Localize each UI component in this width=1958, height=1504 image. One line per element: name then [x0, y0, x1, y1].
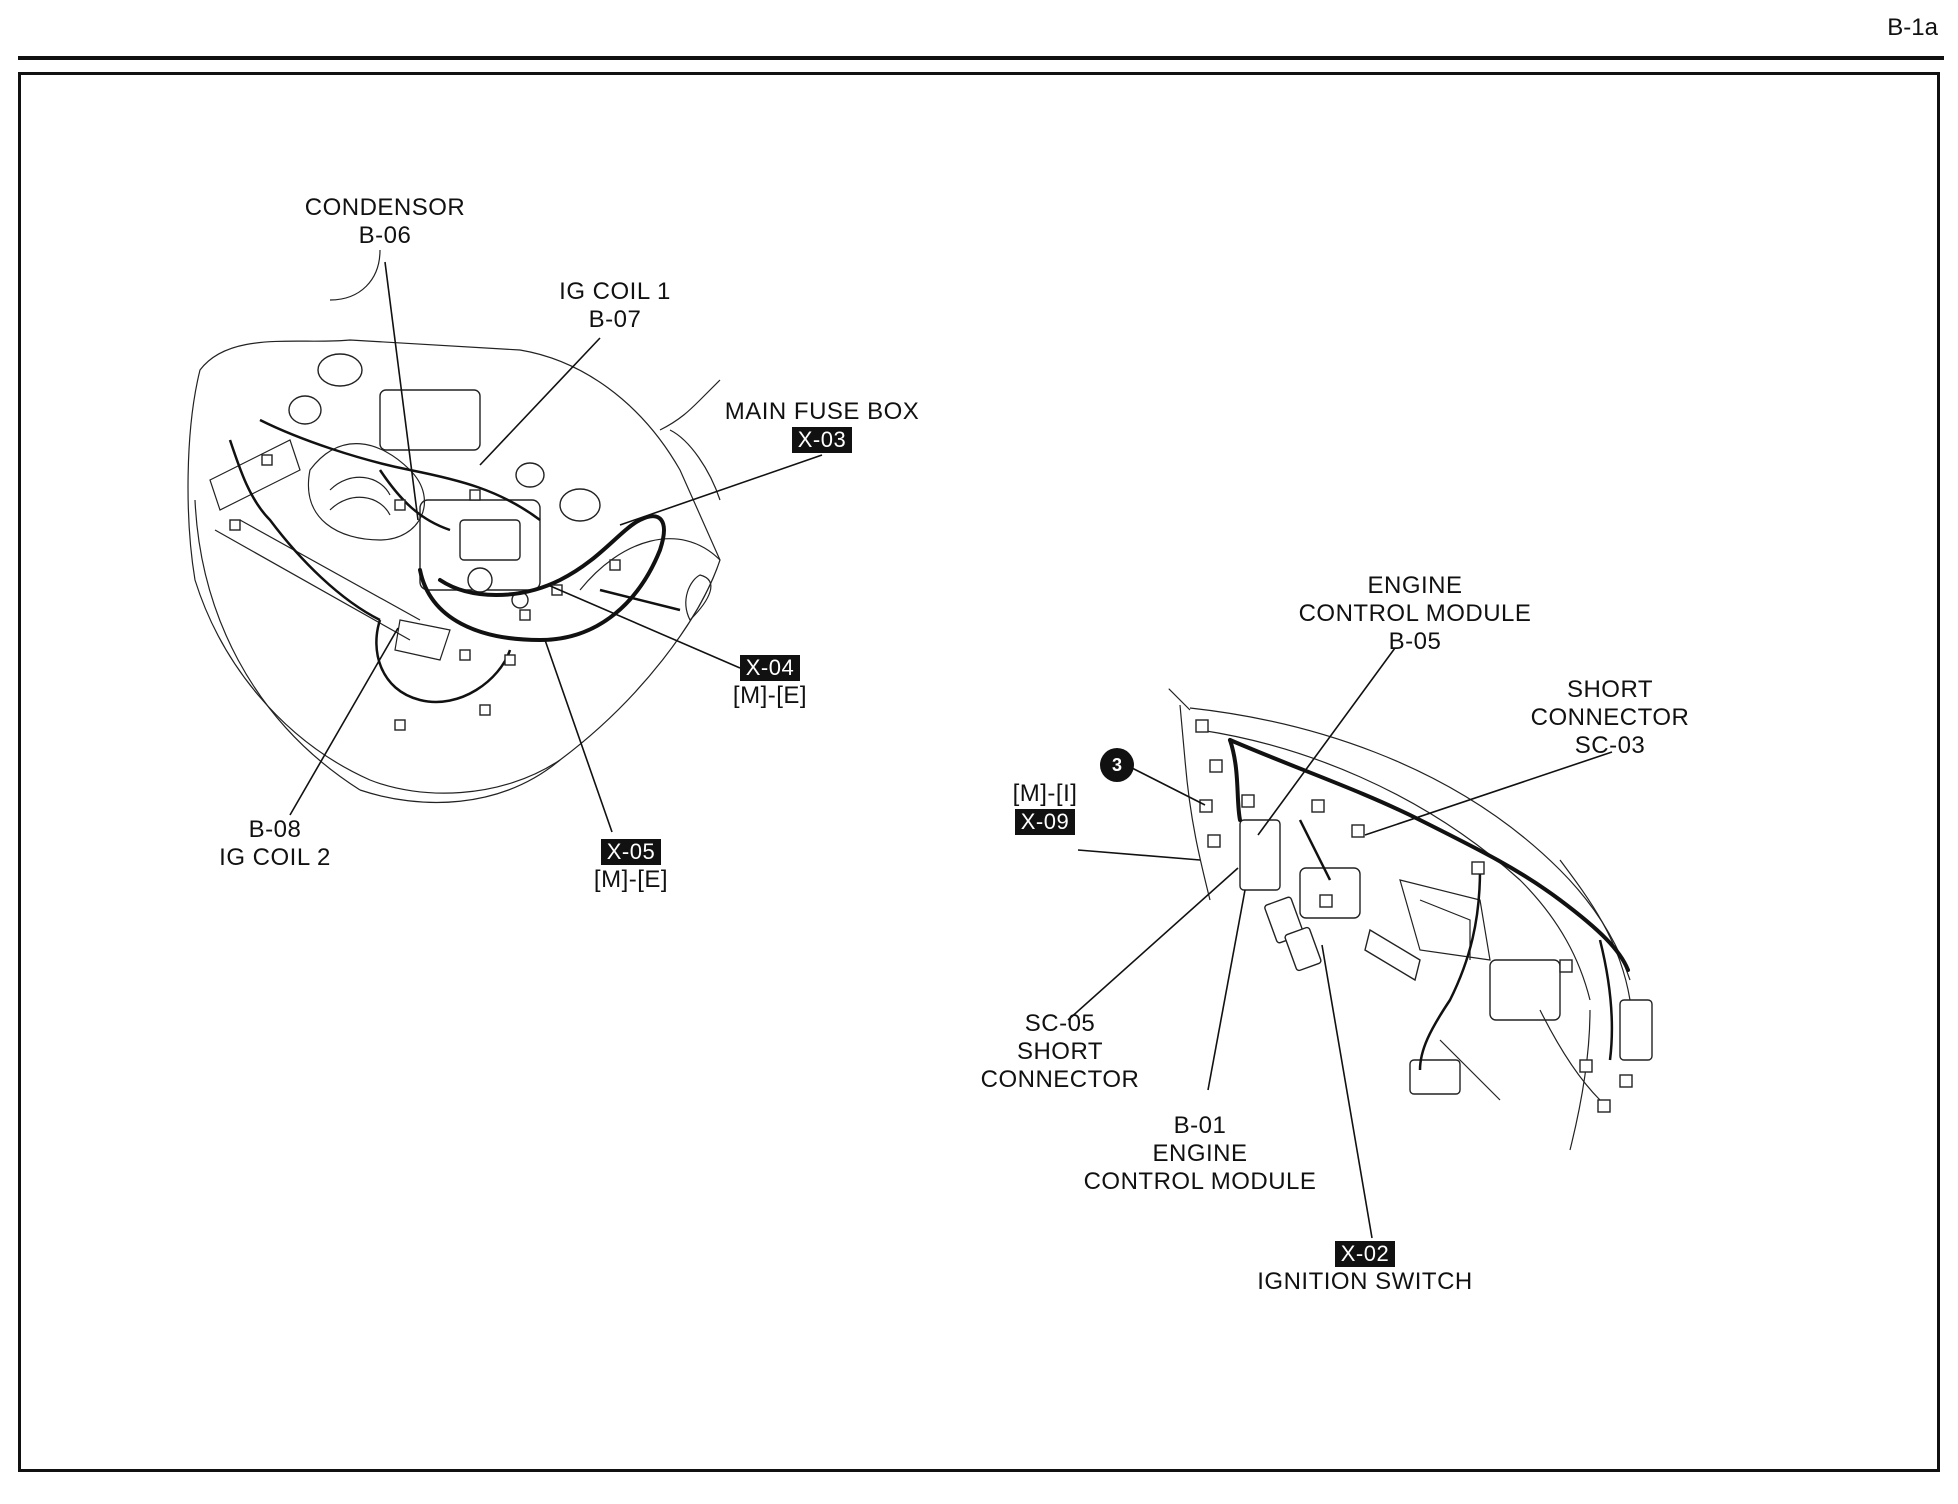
ecm-b05-line2: CONTROL MODULE — [1298, 600, 1532, 627]
instrument-panel-drawing — [1168, 688, 1653, 1151]
sc05-line1: SHORT — [1016, 1038, 1104, 1065]
x09-sub: [M]-[I] — [1012, 780, 1078, 807]
x05-sub: [M]-[E] — [593, 866, 669, 893]
ignition-switch-tag: X-02 — [1334, 1241, 1396, 1267]
sc03-line2: CONNECTOR — [1530, 704, 1690, 731]
engine-room-drawing — [187, 249, 721, 804]
marker-3-badge: 3 — [1100, 748, 1134, 782]
marker-3-number: 3 — [1111, 755, 1122, 775]
header-rule — [18, 56, 1944, 60]
main-fuse-box-name: MAIN FUSE BOX — [724, 398, 920, 425]
x04-tag: X-04 — [739, 655, 801, 681]
sc05-line2: CONNECTOR — [980, 1066, 1140, 1093]
ignition-switch-name: IGNITION SWITCH — [1257, 1268, 1473, 1295]
condensor-label: CONDENSOR B-06 — [290, 194, 480, 250]
x05-label: X-05 [M]-[E] — [576, 838, 686, 894]
diagram-frame — [18, 72, 1940, 1472]
ecm-b01-line1: ENGINE — [1152, 1140, 1248, 1167]
ig-coil-2-label: B-08 IG COIL 2 — [200, 816, 350, 872]
ignition-switch-label: X-02 IGNITION SWITCH — [1250, 1240, 1480, 1296]
ecm-b05-line1: ENGINE — [1367, 572, 1463, 599]
ig-coil-1-name: IG COIL 1 — [559, 278, 671, 305]
x04-sub: [M]-[E] — [732, 682, 808, 709]
page-id: B-1a — [1887, 14, 1938, 41]
condensor-code: B-06 — [358, 222, 412, 249]
engine-room-leaders — [289, 261, 823, 833]
ig-coil-2-name: IG COIL 2 — [219, 844, 331, 871]
main-fuse-box-tag: X-03 — [791, 427, 853, 453]
instrument-panel-leaders — [1067, 647, 1613, 1239]
x05-tag: X-05 — [600, 839, 662, 865]
ecm-b01-code: B-01 — [1173, 1112, 1227, 1139]
sc05-label: SC-05 SHORT CONNECTOR — [975, 1010, 1145, 1094]
sc05-code: SC-05 — [1024, 1010, 1096, 1037]
sc03-code: SC-03 — [1574, 732, 1646, 759]
ig-coil-2-code: B-08 — [248, 816, 302, 843]
ecm-b05-label: ENGINE CONTROL MODULE B-05 — [1290, 572, 1540, 656]
ecm-b01-line2: CONTROL MODULE — [1083, 1168, 1317, 1195]
x09-label: [M]-[I] X-09 — [995, 780, 1095, 836]
ecm-b05-code: B-05 — [1388, 628, 1442, 655]
ig-coil-1-code: B-07 — [588, 306, 642, 333]
x09-tag: X-09 — [1014, 809, 1076, 835]
ig-coil-1-label: IG COIL 1 B-07 — [540, 278, 690, 334]
main-fuse-box-label: MAIN FUSE BOX X-03 — [712, 398, 932, 454]
condensor-name: CONDENSOR — [304, 194, 466, 221]
short-connector-sc03-label: SHORT CONNECTOR SC-03 — [1520, 676, 1700, 760]
ecm-b01-label: B-01 ENGINE CONTROL MODULE — [1075, 1112, 1325, 1196]
x04-label: X-04 [M]-[E] — [715, 654, 825, 710]
sc03-line1: SHORT — [1566, 676, 1654, 703]
